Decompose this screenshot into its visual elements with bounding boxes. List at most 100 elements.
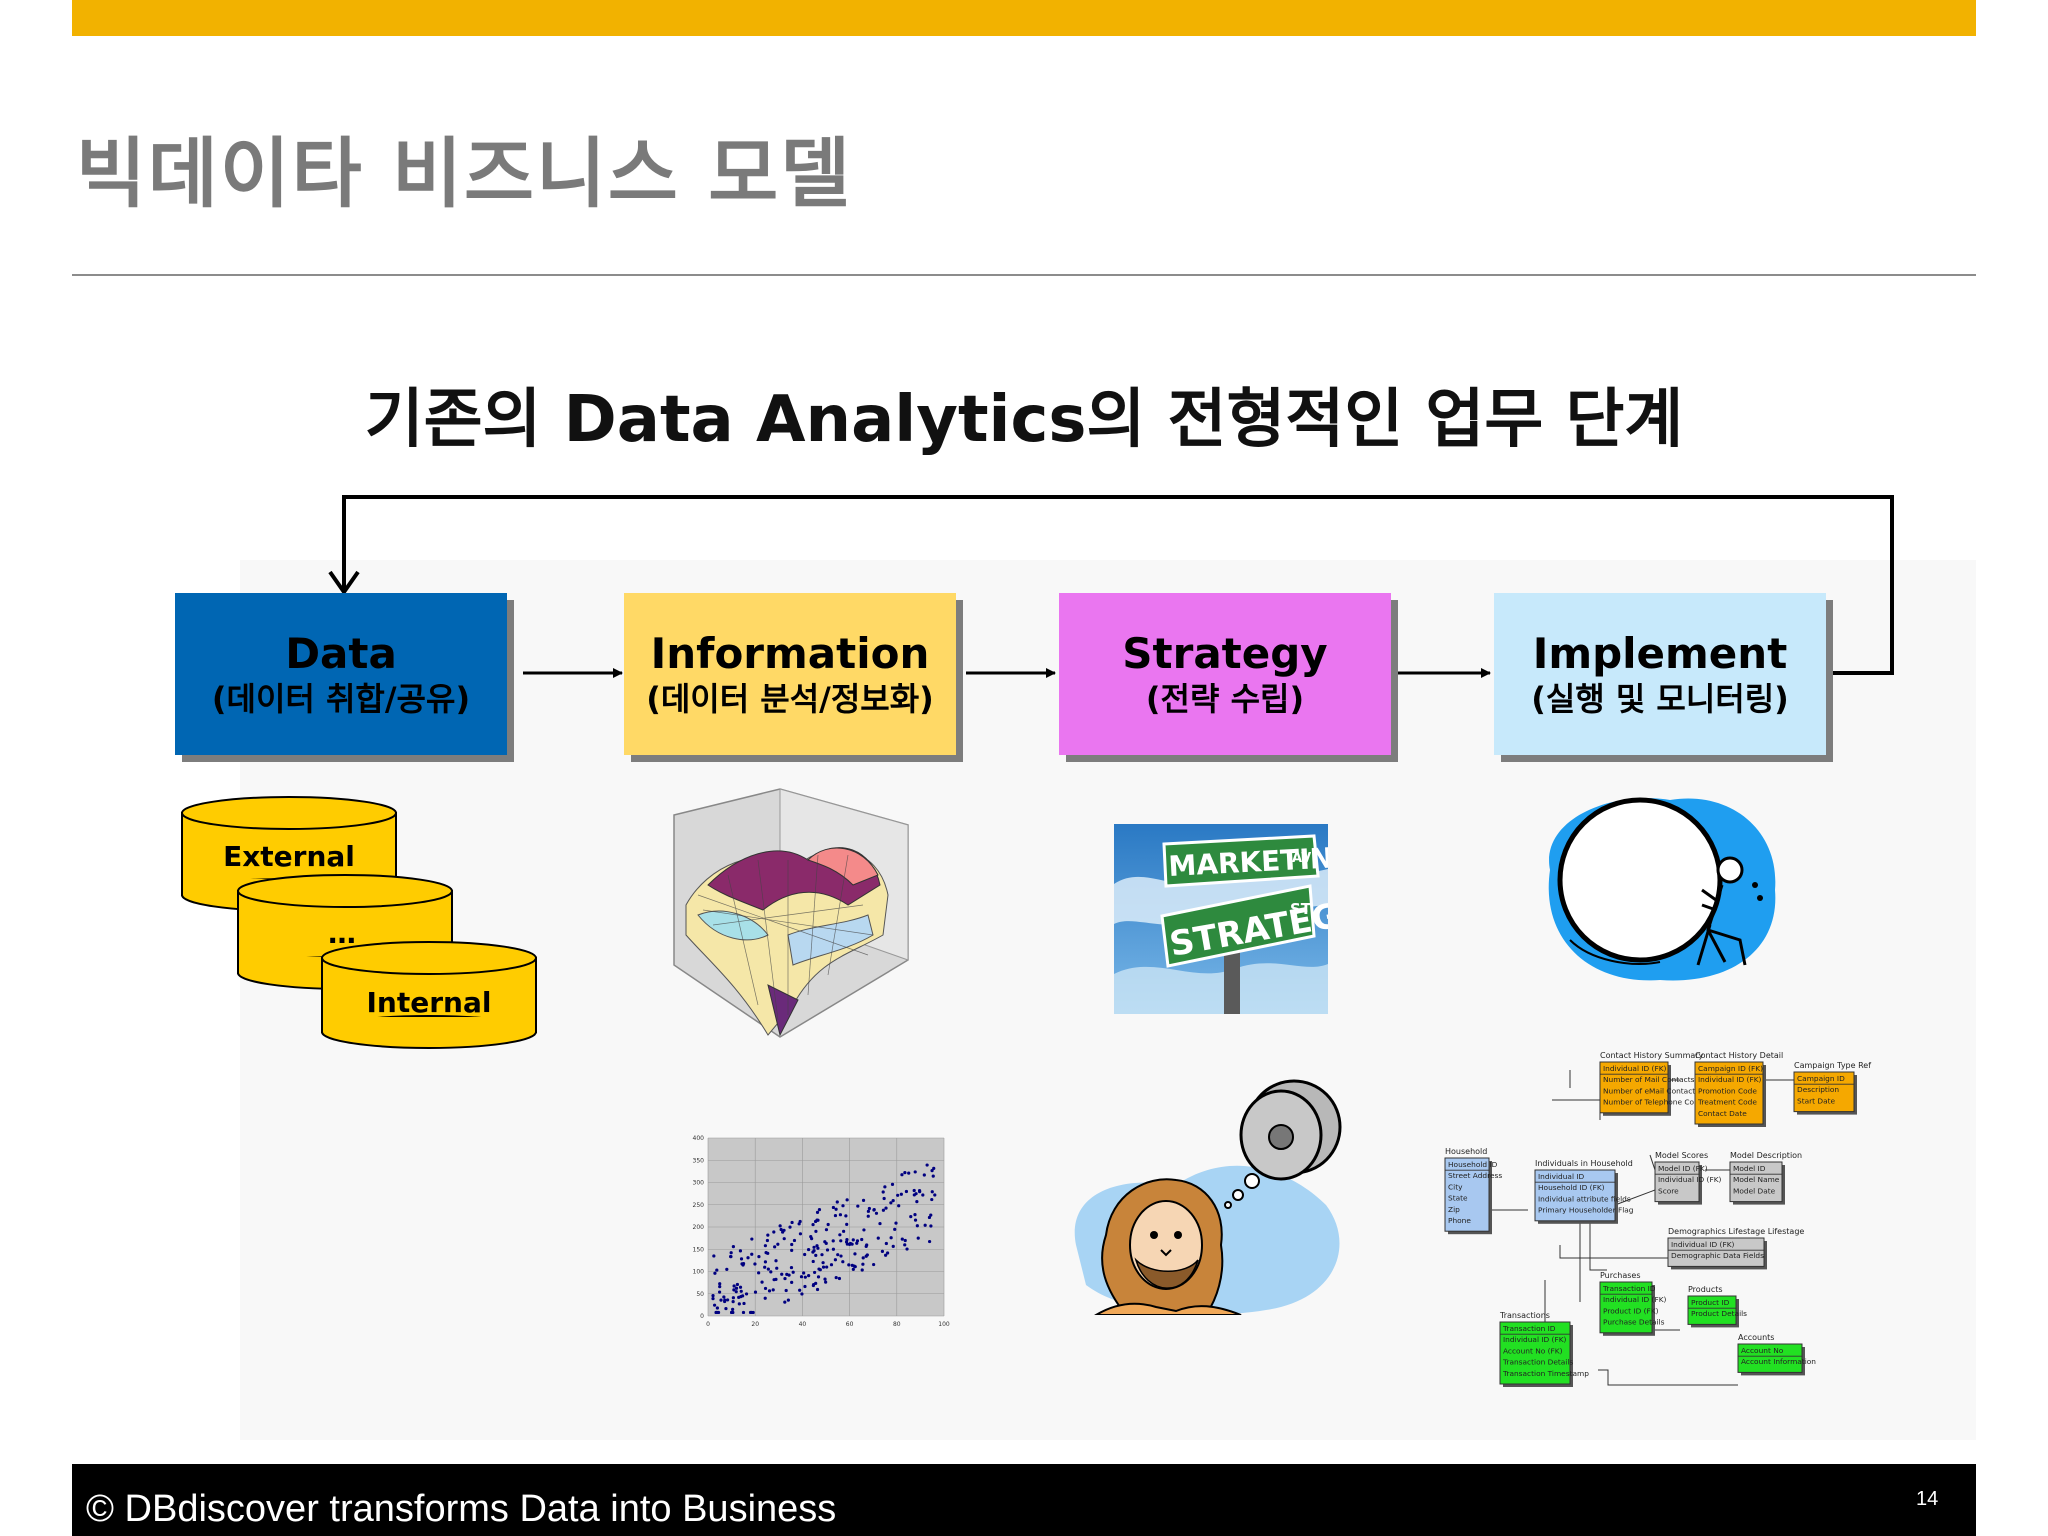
scatter-point (813, 1270, 817, 1275)
scatter-point (903, 1171, 907, 1175)
scatter-point (820, 1253, 824, 1257)
scatter-point (757, 1271, 761, 1275)
scatter-point (718, 1282, 722, 1286)
scatter-point (786, 1298, 790, 1302)
er-table-box (1729, 1161, 1783, 1203)
scatter-point (814, 1229, 818, 1233)
scatter-point (802, 1271, 806, 1275)
scatter-point (905, 1247, 909, 1251)
scatter-y-tick: 300 (693, 1180, 705, 1187)
er-table-row: Individual attribute fields (1538, 1194, 1631, 1203)
scatter-point (874, 1211, 879, 1215)
stage-subtitle: (데이터 분석/정보화) (646, 680, 934, 718)
scatter-y-tick: 350 (693, 1157, 705, 1164)
scatter-point (742, 1301, 746, 1306)
scatter-point (878, 1221, 882, 1226)
er-table-row: Contact Date (1698, 1109, 1747, 1118)
scatter-point (803, 1275, 807, 1279)
scatter-point (890, 1182, 895, 1186)
page-title: 빅데이타 비즈니스 모델 (76, 129, 853, 218)
er-table-box (1499, 1321, 1571, 1385)
scatter-point (737, 1295, 741, 1299)
scatter-point (757, 1255, 761, 1259)
scatter-point (824, 1280, 828, 1284)
scatter-point (831, 1239, 835, 1243)
scatter-point (750, 1237, 754, 1241)
scatter-point (766, 1233, 770, 1237)
scatter-point (729, 1251, 733, 1255)
surface-plot-image (673, 788, 909, 1038)
er-table-title: Model Description (1730, 1151, 1802, 1160)
caveman-icon (1094, 1178, 1242, 1315)
scatter-point (816, 1218, 820, 1222)
scatter-point (903, 1238, 907, 1243)
scatter-point (834, 1275, 838, 1280)
er-table-row: Product ID (1691, 1298, 1730, 1307)
scatter-point (862, 1228, 866, 1232)
scatter-point (882, 1196, 886, 1201)
internal-database-icon: Internal (321, 941, 537, 1049)
scatter-point (782, 1237, 786, 1241)
er-table-row: Account No (FK) (1503, 1346, 1563, 1355)
er-table-row: Individual ID (FK) (1671, 1240, 1735, 1249)
scatter-point (921, 1193, 925, 1197)
scatter-point (731, 1244, 735, 1249)
caveman-wheel-image (1074, 1079, 1342, 1315)
scatter-point (856, 1204, 860, 1208)
scatter-point (916, 1236, 920, 1240)
scatter-point (894, 1221, 898, 1225)
scatter-point (886, 1251, 890, 1255)
er-table-box (1654, 1161, 1700, 1203)
er-table-title: Contact History Detail (1695, 1051, 1783, 1060)
scatter-point (814, 1253, 818, 1257)
scatter-point (726, 1298, 730, 1302)
stage-title: Implement (1532, 629, 1788, 678)
scatter-point (738, 1249, 743, 1253)
scatter-point (929, 1224, 933, 1228)
stage-subtitle: (실행 및 모니터링) (1531, 680, 1789, 718)
scatter-point (865, 1243, 869, 1247)
scatter-point (803, 1284, 807, 1289)
scatter-point (835, 1200, 839, 1204)
scatter-point (912, 1193, 916, 1197)
scatter-point (848, 1242, 852, 1246)
scatter-point (731, 1307, 735, 1311)
scatter-point (812, 1282, 816, 1287)
scatter-point (824, 1241, 828, 1246)
scatter-point (845, 1222, 849, 1226)
er-table-title: Transactions (1499, 1311, 1550, 1320)
er-table-box (1599, 1061, 1669, 1114)
scatter-point (812, 1245, 816, 1249)
er-table-row: Description (1797, 1085, 1839, 1094)
scatter-point (791, 1270, 795, 1274)
sign-av-text: AV (1292, 851, 1311, 866)
scatter-point (842, 1229, 846, 1233)
scatter-point (780, 1272, 784, 1276)
scatter-point (884, 1253, 888, 1257)
scatter-point (872, 1262, 876, 1267)
scatter-point (741, 1263, 745, 1267)
scatter-point (817, 1208, 822, 1212)
er-table-title: Products (1688, 1285, 1723, 1294)
scatter-point (913, 1213, 917, 1217)
scatter-point (836, 1253, 840, 1257)
er-table-row: Household ID (FK) (1538, 1183, 1605, 1192)
scatter-point (850, 1242, 854, 1246)
stage-title: Information (650, 629, 930, 678)
scatter-point (765, 1238, 770, 1243)
scatter-point (900, 1237, 904, 1241)
scatter-point (798, 1232, 803, 1236)
scatter-point (853, 1252, 857, 1256)
scatter-point (738, 1285, 743, 1289)
scatter-point (797, 1222, 801, 1226)
strategy-sign-image: MARKETING AV STRATEGY ST (1114, 824, 1328, 1014)
scatter-point (788, 1225, 792, 1229)
feedback-loop-arrowhead (328, 570, 360, 596)
scatter-point (889, 1236, 893, 1240)
scatter-point (881, 1190, 885, 1194)
scatter-point (912, 1188, 916, 1193)
scatter-point (838, 1233, 842, 1237)
